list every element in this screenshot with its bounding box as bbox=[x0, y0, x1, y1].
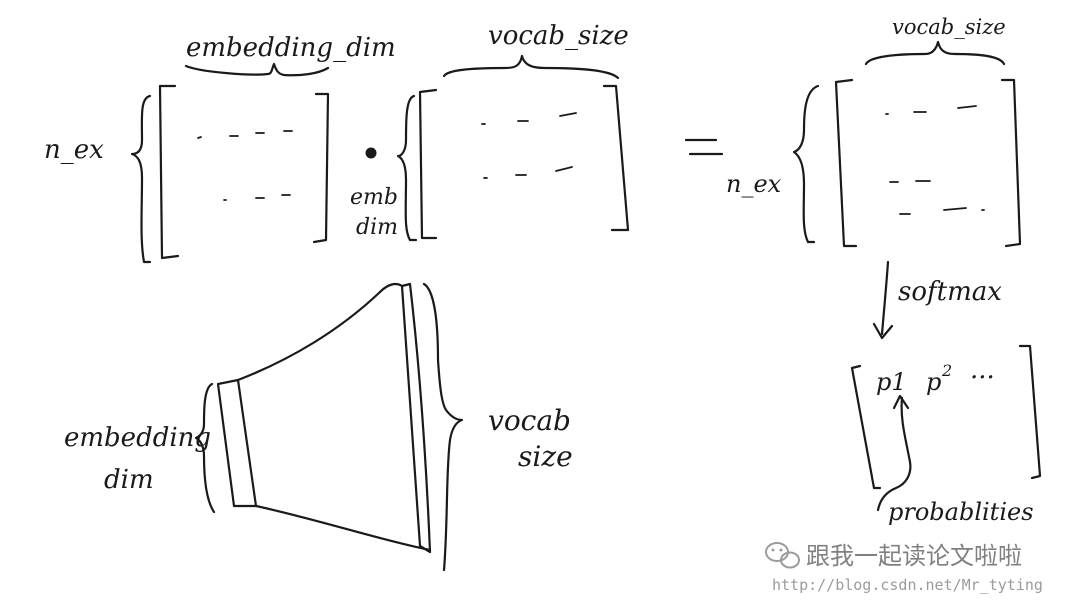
brace-vocab-size-right bbox=[864, 40, 1006, 66]
label-dim: dim bbox=[356, 215, 398, 240]
matrix-embeddings bbox=[130, 62, 330, 264]
matrix-logits bbox=[792, 40, 1022, 248]
label-vocab-size-right: vocab_size bbox=[892, 15, 1006, 39]
narrow-end bbox=[216, 378, 258, 508]
matrix-dashes bbox=[885, 105, 985, 215]
brace-emb-dim bbox=[396, 94, 418, 242]
label-softmax: softmax bbox=[898, 277, 1002, 307]
probabilities-arrow bbox=[876, 396, 912, 512]
softmax-arrow bbox=[872, 260, 894, 340]
label-p2-superscript: 2 bbox=[941, 361, 952, 380]
bracket-right bbox=[602, 84, 630, 232]
wechat-icon bbox=[765, 542, 800, 569]
bracket-right bbox=[312, 92, 330, 244]
bracket-left bbox=[834, 78, 858, 248]
label-emb: emb bbox=[350, 185, 398, 210]
label-vocab-size-mid: vocab_size bbox=[488, 21, 629, 51]
label-probablities: probablities bbox=[888, 498, 1034, 526]
bracket-left bbox=[850, 364, 882, 490]
brace-n-ex bbox=[130, 94, 152, 264]
watermark-name: 跟我一起读论文啦啦 bbox=[806, 542, 1022, 570]
watermark: 跟我一起读论文啦啦 http://blog.csdn.net/Mr_tyting bbox=[765, 542, 1043, 594]
matrix-dashes bbox=[197, 130, 293, 201]
label-size-bottom: size bbox=[518, 440, 573, 473]
bracket-left bbox=[418, 88, 438, 240]
label-p2: p bbox=[926, 368, 941, 396]
projection-trapezoid bbox=[194, 282, 464, 572]
brace-vocab-size-mid bbox=[442, 54, 620, 80]
wide-end bbox=[378, 282, 432, 554]
matrix-dashes bbox=[481, 112, 577, 179]
matrix-weights bbox=[396, 54, 630, 242]
equals-sign bbox=[684, 138, 724, 156]
brace-n-ex-right bbox=[792, 84, 820, 244]
probability-vector bbox=[850, 344, 1042, 512]
dot-operator bbox=[365, 147, 377, 159]
brace-embedding-dim bbox=[184, 62, 330, 77]
label-vocab-bottom: vocab bbox=[488, 404, 571, 437]
watermark-url: http://blog.csdn.net/Mr_tyting bbox=[772, 576, 1043, 594]
bracket-right bbox=[1000, 78, 1022, 248]
brace-embedding-dim-bottom bbox=[194, 382, 216, 514]
label-n-ex-left: n_ex bbox=[44, 135, 104, 165]
label-p1: p1 bbox=[876, 368, 907, 396]
bracket-left bbox=[158, 84, 180, 260]
label-ellipsis: ... bbox=[970, 355, 995, 385]
bracket-right bbox=[1018, 344, 1042, 480]
label-dim-bottom: dim bbox=[104, 465, 154, 495]
label-embedding-bottom: embedding bbox=[64, 423, 211, 453]
brace-vocab-size-bottom bbox=[422, 282, 464, 572]
label-embedding-dim-top: embedding_dim bbox=[186, 33, 396, 63]
label-n-ex-right: n_ex bbox=[726, 170, 782, 198]
